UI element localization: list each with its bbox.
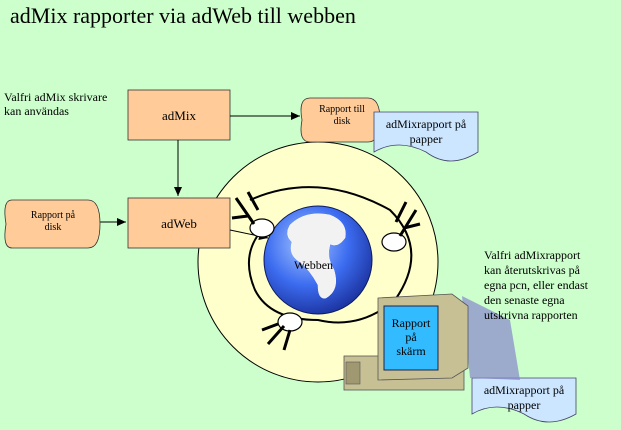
paper-top bbox=[373, 111, 479, 162]
printer-note-line2: kan användas bbox=[4, 104, 69, 118]
disk-top-label-line2: disk bbox=[333, 116, 351, 127]
monitor-screen bbox=[383, 305, 439, 371]
paper-bottom-label-line2: papper bbox=[507, 398, 541, 412]
reprint-note-line5: utskrivna rapporten bbox=[484, 308, 578, 322]
disk-top-label-line1: Rapport till bbox=[319, 104, 365, 115]
dish-top-right bbox=[381, 201, 421, 252]
reprint-note-line3: egna pcn, eller endast bbox=[484, 278, 588, 292]
admix-label: adMix bbox=[162, 108, 196, 123]
disk-report-top bbox=[300, 97, 381, 143]
dish-bottom-left bbox=[261, 312, 303, 351]
reprint-note-line4: den senaste egna bbox=[484, 293, 565, 307]
disk-drive bbox=[345, 361, 361, 385]
printer-note-line1: Valfri adMix skrivare bbox=[4, 90, 108, 104]
monitor-shadow bbox=[462, 296, 520, 380]
paper-top-label-line1: adMixrapport på bbox=[385, 117, 467, 131]
globe-label: Webben bbox=[294, 258, 334, 272]
computer bbox=[343, 293, 520, 391]
reprint-note-line1: Valfri adMixrapport bbox=[484, 248, 581, 262]
page-title: adMix rapporter via adWeb till webben bbox=[10, 3, 356, 28]
reprint-note-line2: kan återutskrivas på bbox=[484, 263, 580, 277]
paper-top-label-line2: papper bbox=[409, 132, 443, 146]
adweb-label: adWeb bbox=[161, 216, 197, 231]
dish-top-left bbox=[231, 191, 275, 238]
screen-label-line2: på bbox=[405, 330, 417, 344]
paper-bottom-label-line1: adMixrapport på bbox=[483, 383, 565, 397]
disk-report-left bbox=[4, 199, 101, 249]
paper-bottom bbox=[471, 377, 577, 423]
admix-box bbox=[127, 89, 231, 141]
adweb-box bbox=[127, 197, 231, 249]
globe-landmass bbox=[287, 213, 346, 299]
disk-left-label-line1: Rapport på bbox=[30, 210, 76, 221]
disk-left-label-line2: disk bbox=[44, 222, 62, 233]
screen-label-line3: skärm bbox=[396, 344, 426, 358]
screen-label-line1: Rapport bbox=[391, 316, 431, 330]
